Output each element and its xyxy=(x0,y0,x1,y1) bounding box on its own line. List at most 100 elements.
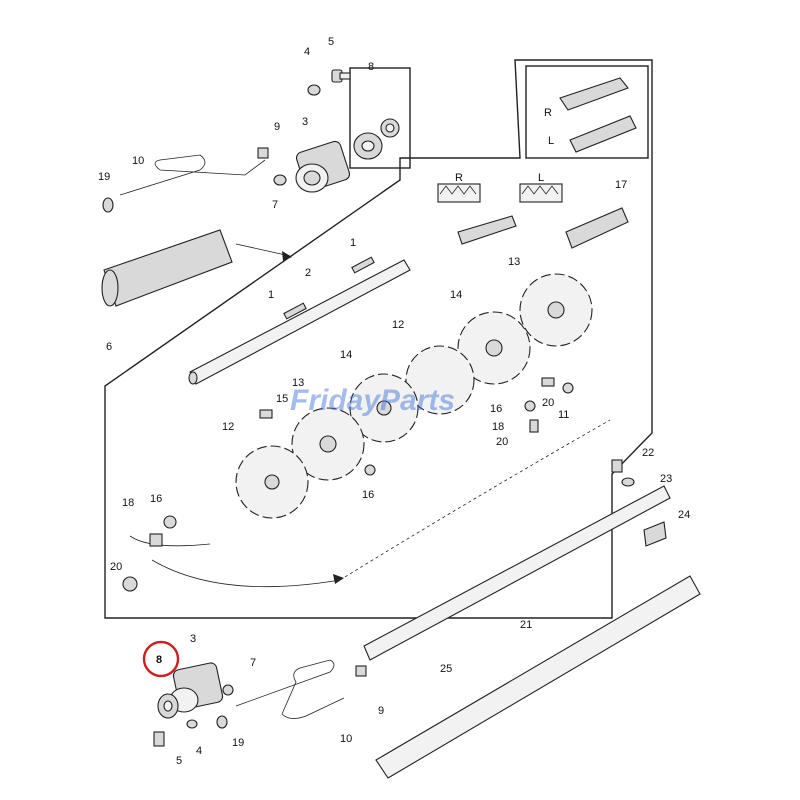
callout-10-top: 10 xyxy=(132,155,144,167)
callout-1-a: 1 xyxy=(350,237,356,249)
callout-20-a: 20 xyxy=(542,397,554,409)
callout-16-a: 16 xyxy=(490,403,502,415)
callout-5-bottom: 5 xyxy=(176,755,182,767)
bottom-bearing-insert-8 xyxy=(157,693,179,719)
bolt-22 xyxy=(611,459,623,473)
knife-blade-left xyxy=(457,215,517,245)
callout-R-inset: R xyxy=(544,107,552,119)
callout-L-inset: L xyxy=(548,135,554,147)
callout-21: 21 xyxy=(520,619,532,631)
sprocket-14-lower xyxy=(349,373,419,443)
bottom-bolt-5 xyxy=(153,731,165,747)
watermark-text: FridayParts xyxy=(290,384,455,417)
callout-16-b: 16 xyxy=(362,489,374,501)
sprocket-13-upper xyxy=(519,273,593,347)
callout-R-knife: R xyxy=(455,172,463,184)
assembly-frame xyxy=(104,59,653,619)
knife-inset-L xyxy=(569,115,637,153)
callout-12-b: 12 xyxy=(222,421,234,433)
rotor-arrow-head xyxy=(282,251,292,261)
top-fitting-19 xyxy=(102,197,114,213)
top-nut-7 xyxy=(273,174,287,186)
callout-3-bottom: 3 xyxy=(190,633,196,645)
callout-20-c: 20 xyxy=(110,561,122,573)
top-bearing-insert xyxy=(353,118,400,160)
callout-7-top: 7 xyxy=(272,199,278,211)
callout-15: 15 xyxy=(276,393,288,405)
callout-7-bottom: 7 xyxy=(250,657,256,669)
top-fitting-9 xyxy=(257,147,269,159)
callout-1-b: 1 xyxy=(268,289,274,301)
top-bearing-housing xyxy=(295,140,351,193)
knife-inset-box xyxy=(525,65,649,159)
knife-inset-R xyxy=(559,77,629,111)
sprocket-12-upper xyxy=(405,345,475,415)
callout-19-bottom: 19 xyxy=(232,737,244,749)
sprocket-13-lower xyxy=(291,407,365,481)
scraper-bracket xyxy=(129,535,211,547)
highlight-circle xyxy=(142,640,180,678)
chain-arrow-head xyxy=(333,574,344,584)
nut-16-left xyxy=(163,515,177,529)
callout-8-bottom: 8 xyxy=(156,654,162,666)
nut-16-mid xyxy=(524,400,536,412)
bottom-nut-7 xyxy=(222,684,234,696)
bolt-20-right xyxy=(541,377,555,387)
callout-4-bottom: 4 xyxy=(196,745,202,757)
bolt-20-left xyxy=(122,576,138,592)
callout-14-a: 14 xyxy=(450,289,462,301)
callout-9-bottom: 9 xyxy=(378,705,384,717)
perforated-strip-25 xyxy=(375,575,701,779)
top-grease-hose-10 xyxy=(119,154,266,196)
callout-13-b: 13 xyxy=(292,377,304,389)
callout-23: 23 xyxy=(660,473,672,485)
knife-detail-L xyxy=(519,183,563,203)
rotor-assembly-6 xyxy=(101,229,233,307)
bearing-inset-box xyxy=(349,67,411,169)
plate-18 xyxy=(149,533,163,547)
callout-24: 24 xyxy=(678,509,690,521)
callout-3-top: 3 xyxy=(302,116,308,128)
strip-21 xyxy=(363,485,671,661)
callout-18-a: 18 xyxy=(492,421,504,433)
callout-13-a: 13 xyxy=(508,256,520,268)
callout-6: 6 xyxy=(106,341,112,353)
chain-arc xyxy=(339,419,611,581)
top-washer-4 xyxy=(307,84,321,96)
rotor-arrow xyxy=(235,243,291,257)
washer-23 xyxy=(621,477,635,487)
callout-20-b: 20 xyxy=(496,436,508,448)
callout-8-top: 8 xyxy=(368,61,374,73)
callout-25: 25 xyxy=(440,663,452,675)
callout-4-top: 4 xyxy=(304,46,310,58)
knife-detail-R xyxy=(437,183,481,203)
drive-shaft xyxy=(188,259,411,385)
callout-10-bottom: 10 xyxy=(340,733,352,745)
sprocket-14-upper xyxy=(457,311,531,385)
callout-5-top: 5 xyxy=(328,36,334,48)
nut-16-lower xyxy=(364,464,376,476)
callout-12-a: 12 xyxy=(392,319,404,331)
nut-11 xyxy=(562,382,574,394)
callout-9-top: 9 xyxy=(274,121,280,133)
chain-arrow xyxy=(151,559,341,588)
callout-2: 2 xyxy=(305,267,311,279)
bottom-washer-4 xyxy=(186,719,198,729)
clip-24 xyxy=(643,521,667,547)
shaft-key-1b xyxy=(283,302,307,320)
top-bolt-5 xyxy=(331,69,351,83)
bolt-20-mid xyxy=(529,419,539,433)
knife-blade-right xyxy=(565,207,629,249)
bottom-bearing-housing xyxy=(169,662,224,713)
callout-11: 11 xyxy=(558,409,569,421)
bottom-grease-hose-10 xyxy=(235,659,345,719)
bottom-fitting-19 xyxy=(216,715,228,729)
shaft-key-1a xyxy=(351,256,375,274)
callout-14-b: 14 xyxy=(340,349,352,361)
callout-L-knife: L xyxy=(538,172,544,184)
bolt-15 xyxy=(259,409,273,419)
bottom-fitting-9 xyxy=(355,665,367,677)
callout-22: 22 xyxy=(642,447,654,459)
